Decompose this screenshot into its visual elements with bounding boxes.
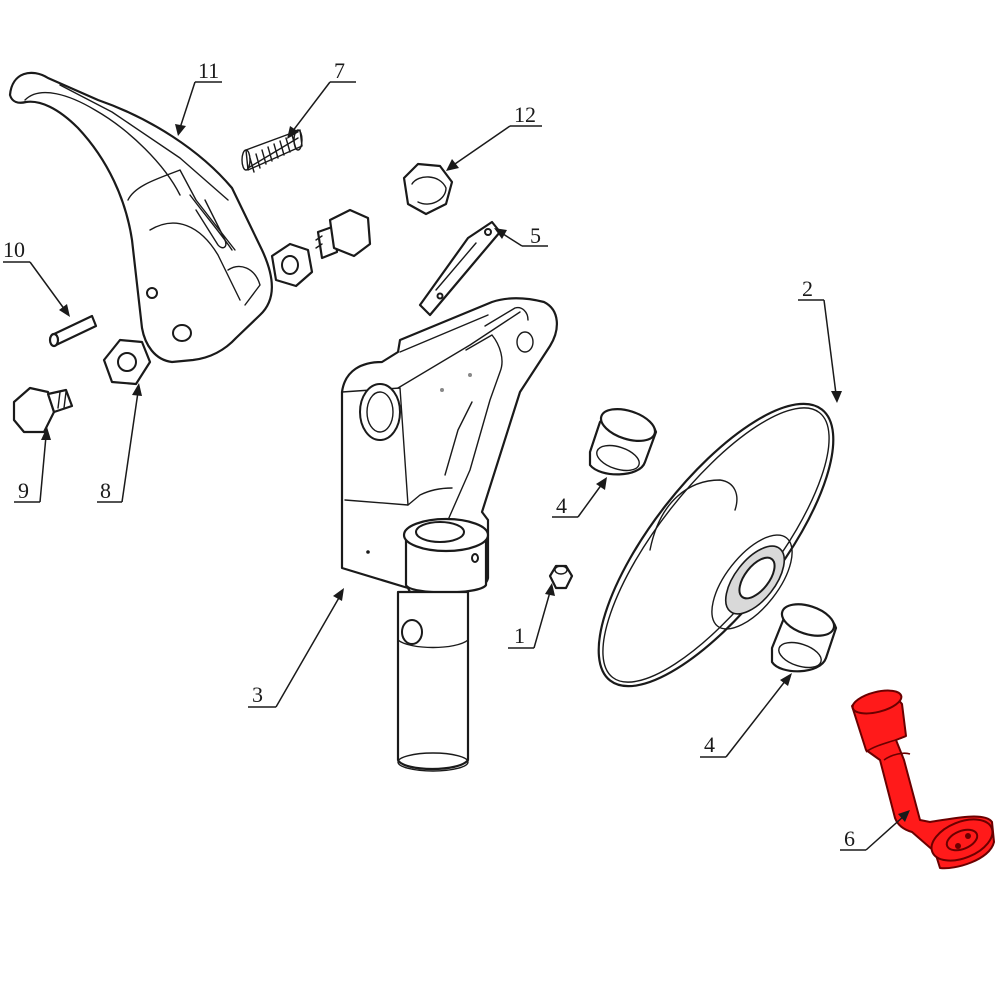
callout-4-lower: 4 <box>700 673 792 758</box>
callout-label-8: 8 <box>100 478 111 503</box>
callout-label-9: 9 <box>18 478 29 503</box>
part-7-spring <box>241 129 303 173</box>
callout-1: 1 <box>508 583 555 649</box>
part-10-pin <box>48 314 98 348</box>
callout-label-2: 2 <box>802 276 813 301</box>
callout-5: 5 <box>494 223 548 248</box>
part-4-bushing-lower <box>770 603 838 673</box>
part-5-plate <box>418 220 502 317</box>
callout-7: 7 <box>287 58 356 139</box>
callout-3: 3 <box>248 588 344 708</box>
callout-label-3: 3 <box>252 682 263 707</box>
callout-10: 10 <box>3 237 70 317</box>
callout-2: 2 <box>798 276 842 403</box>
part-9-hex-bolt <box>12 386 74 434</box>
part-3-main-bracket <box>340 297 558 772</box>
callout-label-4-lower: 4 <box>704 732 715 757</box>
callout-6: 6 <box>840 810 910 851</box>
callout-label-5: 5 <box>530 223 541 248</box>
part-2-disc <box>597 402 835 688</box>
part-12-hex-nut <box>402 162 454 216</box>
callout-label-6: 6 <box>844 826 855 851</box>
part-8-hex-nut <box>102 338 152 386</box>
callout-label-1: 1 <box>514 623 525 648</box>
callout-9: 9 <box>14 427 51 503</box>
callout-4-upper: 4 <box>552 477 607 518</box>
bolt-and-washer <box>270 208 372 288</box>
part-4-bushing-upper <box>588 408 658 476</box>
callout-12: 12 <box>446 102 542 171</box>
callout-label-10: 10 <box>3 237 25 262</box>
callout-11: 11 <box>175 58 222 136</box>
callout-label-7: 7 <box>334 58 345 83</box>
callout-label-4-upper: 4 <box>556 493 567 518</box>
callout-label-12: 12 <box>514 102 536 127</box>
part-11-lever-arm <box>8 71 273 364</box>
callout-8: 8 <box>97 383 142 503</box>
callout-label-11: 11 <box>198 58 219 83</box>
part-6-axle-shaft-highlighted <box>851 689 995 870</box>
part-1-grease-nipple <box>548 564 574 590</box>
